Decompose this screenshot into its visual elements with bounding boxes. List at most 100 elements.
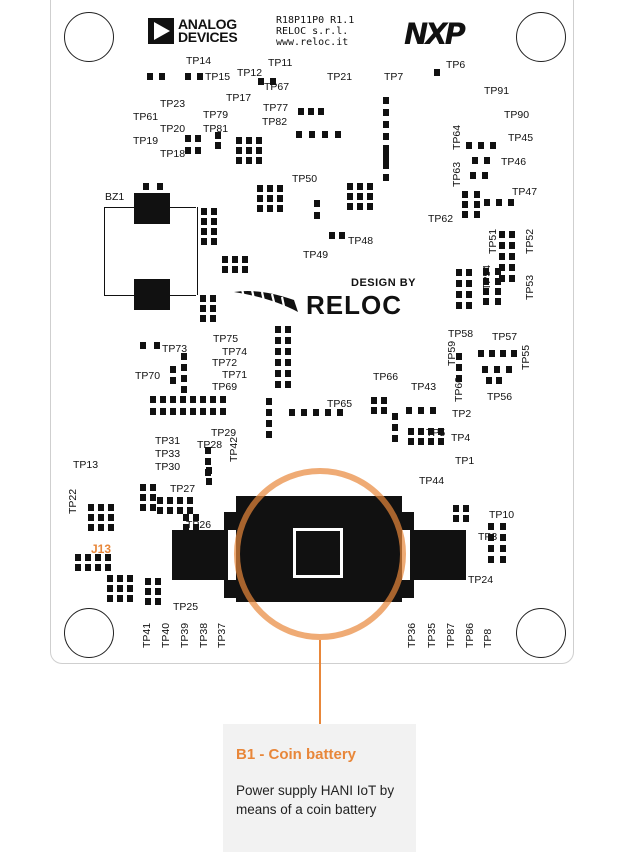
tp-label: TP23 <box>160 98 186 110</box>
tp-label-vertical: TP51 <box>487 228 499 254</box>
pad <box>500 350 506 357</box>
pad <box>98 504 104 511</box>
pad <box>127 595 133 602</box>
revision-line3: www.reloc.it <box>276 37 349 48</box>
pad <box>167 497 173 504</box>
pad <box>478 350 484 357</box>
pad <box>463 505 469 512</box>
tp-label-vertical: TP55 <box>520 344 532 370</box>
pad <box>509 242 515 249</box>
pad <box>157 507 163 514</box>
pad <box>201 208 207 215</box>
pad <box>285 370 291 377</box>
buzzer-outline-top-right <box>170 207 196 208</box>
pad <box>211 218 217 225</box>
pad <box>408 428 414 435</box>
pad <box>222 256 228 263</box>
pad <box>88 524 94 531</box>
pad <box>484 157 490 164</box>
pad <box>456 353 462 360</box>
pad <box>408 438 414 445</box>
pad <box>383 121 389 128</box>
pad <box>296 131 302 138</box>
pad <box>357 183 363 190</box>
pad <box>472 157 478 164</box>
pad <box>127 585 133 592</box>
pad <box>275 337 281 344</box>
pad <box>314 200 320 207</box>
pad <box>246 147 252 154</box>
buzzer-pad-bottom <box>134 279 170 310</box>
pad <box>309 131 315 138</box>
pad <box>145 588 151 595</box>
pad <box>258 78 264 85</box>
pad <box>392 435 398 442</box>
pad <box>157 497 163 504</box>
tp-label: TP7 <box>384 71 404 83</box>
pad <box>143 183 149 190</box>
tp-label-vertical: TP86 <box>464 622 476 648</box>
tp-label: TP46 <box>501 156 527 168</box>
pad <box>215 132 221 139</box>
tp-label: TP77 <box>263 102 289 114</box>
tp-label-vertical: TP87 <box>445 622 457 648</box>
tp-label: TP57 <box>492 331 518 343</box>
pad <box>466 291 472 298</box>
pad <box>488 523 494 530</box>
tp-label: TP19 <box>133 135 159 147</box>
pad <box>155 588 161 595</box>
tp-label: TP72 <box>212 357 238 369</box>
pad <box>181 364 187 371</box>
pad <box>267 205 273 212</box>
pad <box>383 174 389 181</box>
pad <box>210 408 216 415</box>
pad <box>383 97 389 104</box>
pad <box>236 147 242 154</box>
pad <box>383 157 389 164</box>
pad <box>275 326 281 333</box>
pad <box>117 585 123 592</box>
pad <box>210 315 216 322</box>
pad <box>392 424 398 431</box>
pad <box>181 386 187 393</box>
pad <box>88 514 94 521</box>
pad <box>201 218 207 225</box>
tp-label: TP28 <box>197 439 223 451</box>
tp-label-vertical: TP39 <box>179 622 191 648</box>
pad <box>185 147 191 154</box>
pad <box>462 201 468 208</box>
pad <box>474 191 480 198</box>
pad <box>160 396 166 403</box>
pad <box>200 305 206 312</box>
pad <box>232 266 238 273</box>
pad <box>483 298 489 305</box>
pad <box>180 408 186 415</box>
tp-label: TP18 <box>160 148 186 160</box>
pad <box>210 295 216 302</box>
pad <box>201 228 207 235</box>
pad <box>499 264 505 271</box>
pad <box>456 375 462 382</box>
tp-label: TP75 <box>213 333 239 345</box>
tp-label: TP62 <box>428 213 454 225</box>
pad <box>266 431 272 438</box>
pad <box>200 315 206 322</box>
tp-label-vertical: TP53 <box>524 274 536 300</box>
tp-label: TP81 <box>203 123 229 135</box>
pad <box>308 108 314 115</box>
pad <box>242 256 248 263</box>
tp-label-vertical: TP36 <box>406 622 418 648</box>
pad <box>329 232 335 239</box>
battery-contact-left <box>172 530 228 580</box>
pad <box>150 504 156 511</box>
pad <box>500 556 506 563</box>
buzzer-pad-top <box>134 193 170 224</box>
pad <box>205 447 211 454</box>
pad <box>488 556 494 563</box>
pad <box>150 484 156 491</box>
tp-label: TP82 <box>262 116 288 128</box>
tp-label: TP70 <box>135 370 161 382</box>
pad <box>488 545 494 552</box>
pad <box>456 291 462 298</box>
analog-devices-line2: DEVICES <box>178 29 238 45</box>
